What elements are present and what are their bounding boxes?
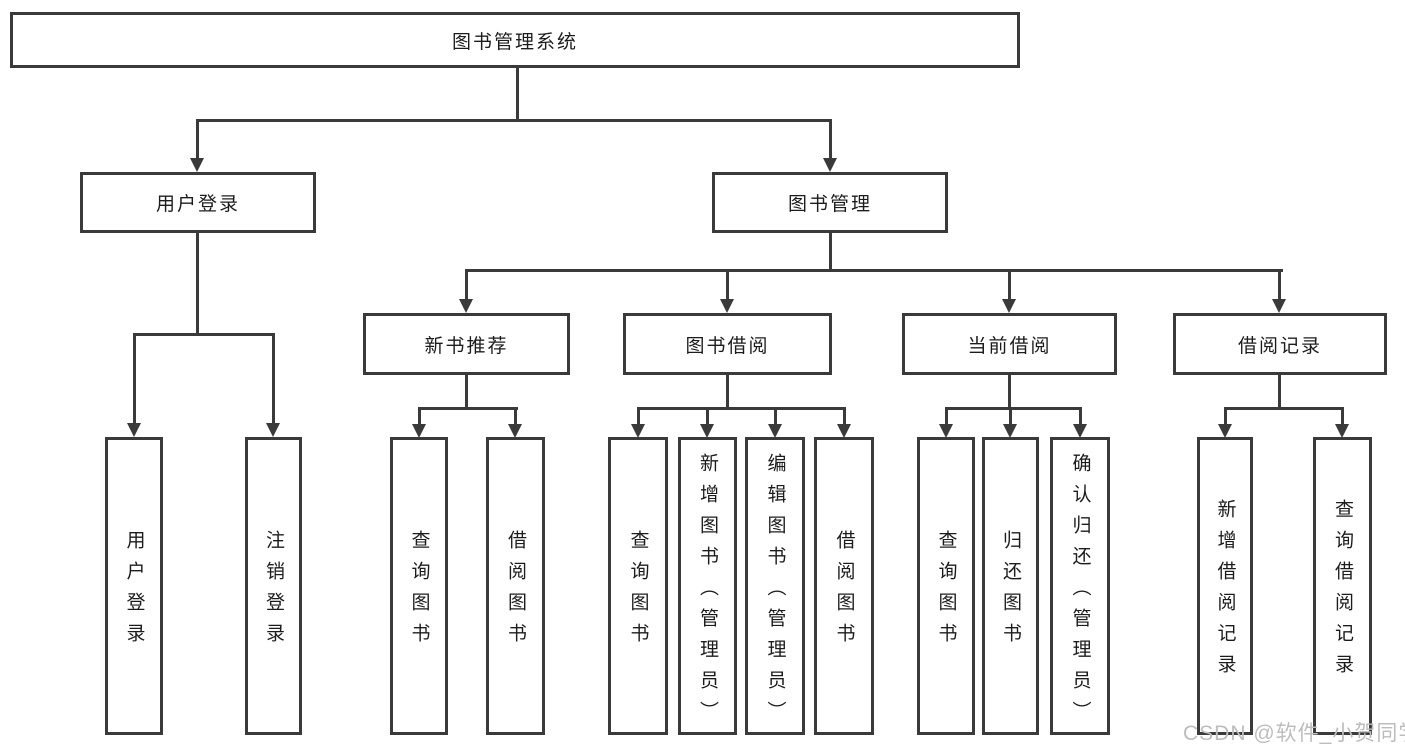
- connector-line: [945, 407, 948, 425]
- leaf-confirm-return-admin: 确认归还（管理员）: [1050, 437, 1110, 735]
- node-user-login: 用户登录: [80, 172, 316, 233]
- connector-line: [945, 407, 1082, 410]
- connector-line: [133, 333, 275, 336]
- connector-line: [1008, 375, 1011, 409]
- arrow-down-icon: [768, 424, 782, 438]
- connector-line: [829, 233, 832, 272]
- arrow-down-icon: [837, 424, 851, 438]
- arrow-down-icon: [459, 299, 473, 313]
- connector-line: [133, 333, 136, 423]
- connector-line: [637, 407, 846, 410]
- arrow-down-icon: [1003, 424, 1017, 438]
- arrow-down-icon: [508, 424, 522, 438]
- node-new-book-recommend: 新书推荐: [363, 313, 570, 375]
- arrow-down-icon: [939, 424, 953, 438]
- leaf-recommend-query-books: 查询图书: [390, 437, 448, 735]
- arrow-down-icon: [1272, 299, 1286, 313]
- leaf-edit-books-admin-label: 编辑图书（管理员）: [764, 452, 786, 732]
- leaf-borrow-query-books: 查询图书: [608, 437, 668, 735]
- arrow-down-icon: [700, 424, 714, 438]
- connector-line: [418, 407, 421, 425]
- leaf-add-books-admin-label: 新增图书（管理员）: [697, 452, 718, 732]
- node-root: 图书管理系统: [10, 12, 1020, 68]
- leaf-logout-label: 注销登录: [263, 530, 284, 654]
- arrow-down-icon: [720, 299, 734, 313]
- node-book-borrow: 图书借阅: [623, 313, 832, 375]
- connector-line: [196, 233, 199, 336]
- node-current-borrow: 当前借阅: [902, 313, 1117, 375]
- leaf-add-borrow-record: 新增借阅记录: [1197, 437, 1253, 735]
- node-book-borrow-label: 图书借阅: [685, 335, 770, 357]
- connector-line: [516, 68, 519, 121]
- leaf-user-login: 用户登录: [105, 437, 163, 735]
- arrow-down-icon: [823, 158, 837, 172]
- arrow-down-icon: [266, 423, 280, 437]
- watermark: CSDN @软件_小贺同学: [1183, 722, 1405, 745]
- connector-line: [726, 375, 729, 409]
- leaf-return-books-label: 归还图书: [1000, 530, 1021, 654]
- leaf-borrow-books: 借阅图书: [814, 437, 874, 735]
- leaf-user-login-label: 用户登录: [123, 530, 145, 654]
- connector-line: [465, 269, 1283, 272]
- leaf-confirm-return-admin-label: 确认归还（管理员）: [1069, 452, 1091, 732]
- connector-line: [418, 407, 518, 410]
- connector-line: [1224, 407, 1344, 410]
- leaf-recommend-borrow-books-label: 借阅图书: [505, 530, 526, 654]
- connector-line: [1224, 407, 1227, 425]
- leaf-current-query-books: 查询图书: [917, 437, 975, 735]
- connector-line: [1008, 269, 1011, 300]
- node-new-book-recommend-label: 新书推荐: [424, 335, 509, 357]
- connector-line: [829, 119, 832, 159]
- connector-line: [196, 119, 832, 122]
- node-book-management: 图书管理: [712, 172, 948, 233]
- connector-line: [272, 333, 275, 423]
- connector-line: [465, 269, 468, 300]
- connector-line: [514, 407, 517, 425]
- connector-line: [1278, 269, 1281, 300]
- leaf-recommend-borrow-books: 借阅图书: [486, 437, 545, 735]
- arrow-down-icon: [412, 424, 426, 438]
- connector-line: [1009, 407, 1012, 425]
- leaf-recommend-query-books-label: 查询图书: [408, 530, 430, 654]
- leaf-logout: 注销登录: [245, 437, 302, 735]
- arrow-down-icon: [190, 158, 204, 172]
- connector-line: [706, 407, 709, 425]
- leaf-add-books-admin: 新增图书（管理员）: [678, 437, 737, 735]
- node-borrow-records: 借阅记录: [1173, 313, 1387, 375]
- leaf-borrow-query-books-label: 查询图书: [627, 530, 649, 654]
- arrow-down-icon: [1218, 424, 1232, 438]
- leaf-query-borrow-record-label: 查询借阅记录: [1332, 499, 1353, 685]
- arrow-down-icon: [1073, 424, 1087, 438]
- connector-line: [726, 269, 729, 300]
- leaf-current-query-books-label: 查询图书: [935, 530, 957, 654]
- node-borrow-records-label: 借阅记录: [1237, 335, 1322, 357]
- node-current-borrow-label: 当前借阅: [967, 335, 1052, 357]
- node-root-label: 图书管理系统: [451, 31, 578, 53]
- connector-line: [1278, 375, 1281, 409]
- arrow-down-icon: [1335, 424, 1349, 438]
- leaf-borrow-books-label: 借阅图书: [833, 530, 855, 654]
- leaf-return-books: 归还图书: [982, 437, 1039, 735]
- arrow-down-icon: [631, 424, 645, 438]
- leaf-add-borrow-record-label: 新增借阅记录: [1214, 499, 1236, 685]
- leaf-query-borrow-record: 查询借阅记录: [1313, 437, 1372, 735]
- connector-line: [1079, 407, 1082, 425]
- arrow-down-icon: [127, 423, 141, 437]
- node-book-management-label: 图书管理: [787, 194, 872, 215]
- connector-line: [196, 119, 199, 159]
- arrow-down-icon: [1002, 299, 1016, 313]
- leaf-edit-books-admin: 编辑图书（管理员）: [745, 437, 805, 735]
- node-user-login-label: 用户登录: [155, 194, 240, 215]
- connector-line: [774, 407, 777, 425]
- connector-line: [1341, 407, 1344, 425]
- connector-line: [465, 375, 468, 409]
- connector-line: [843, 407, 846, 425]
- connector-line: [637, 407, 640, 425]
